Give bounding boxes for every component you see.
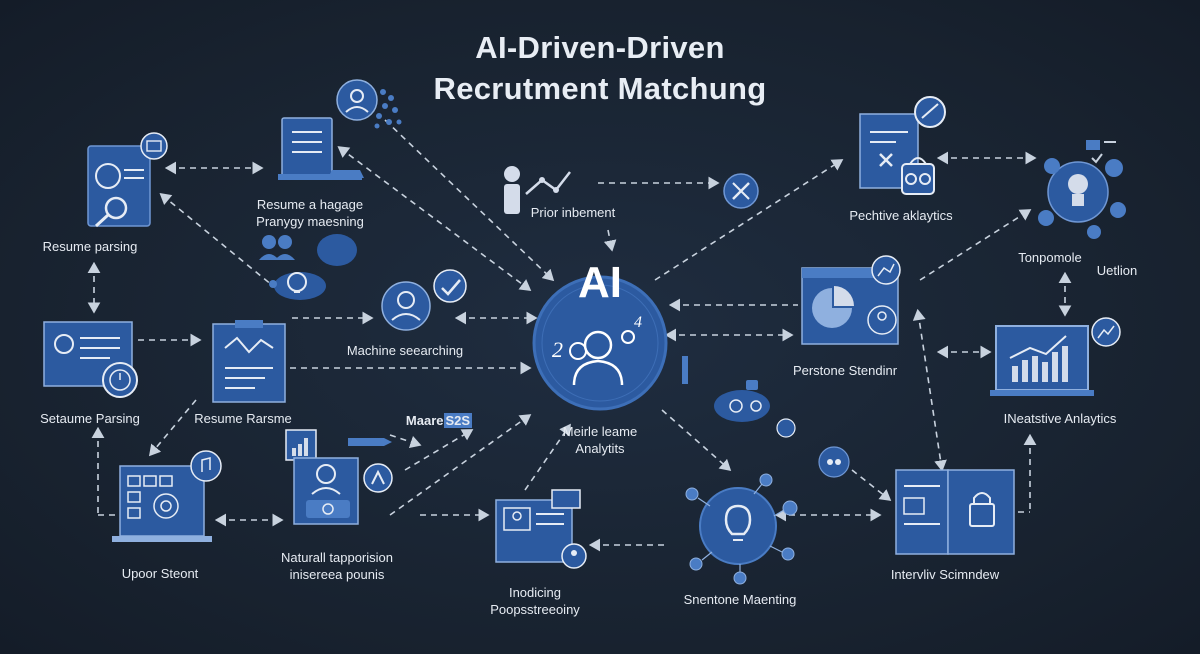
label-maare-accent: S2S	[443, 413, 473, 428]
secure-document-icon	[895, 469, 1015, 555]
hub-caption-line-2: Analytits	[575, 441, 625, 456]
analytics-document-icon	[859, 96, 946, 195]
label-inodicing-line-1: Inodicing	[508, 585, 562, 600]
hub-label: AI	[578, 258, 622, 307]
label-temporale-1: Tonpomole	[1018, 250, 1082, 265]
laptop-chart-icon	[990, 317, 1121, 396]
hub-caption-line-1: Meirle leame	[562, 424, 638, 439]
pie-chart-window-icon	[801, 255, 901, 345]
connector-cluster-icon	[682, 356, 796, 438]
team-idea-icon	[259, 234, 357, 300]
title-line-1: AI-Driven-Driven	[475, 30, 725, 65]
brain-network-icon	[1038, 140, 1126, 239]
hub-number-1: 2	[552, 337, 563, 362]
search-profile-icon	[381, 269, 467, 331]
label-resume-language: Resume a hagage Pranygy maesning	[240, 196, 380, 230]
label-maare-text: Maare	[405, 413, 444, 428]
label-upor-stent: Upoor Steont	[121, 566, 199, 581]
label-personal-standing: Perstone Stendinr	[792, 363, 898, 378]
ai-hub: AI 2 4	[532, 258, 668, 411]
growth-person-icon	[504, 166, 571, 214]
video-profile-icon	[285, 429, 393, 525]
label-sentone-matching: Snentone Maenting	[683, 592, 797, 607]
label-predictive-right: INeatstive Anlaytics	[1003, 411, 1117, 426]
profile-card-icon	[495, 489, 587, 569]
label-interview-schedule: Intervliv Scimndew	[890, 567, 1000, 582]
label-resume-language-line-2: Pranygy maesning	[256, 214, 364, 229]
laptop-apps-icon	[112, 450, 222, 542]
camera-icon	[818, 446, 850, 478]
label-resume-parsing-top: Resume parsing	[42, 239, 138, 254]
label-resume-parsing-mid: Setaume Parsing	[40, 411, 140, 426]
hub-number-2: 4	[634, 314, 642, 331]
label-natural-line-2: inisereea pounis	[289, 567, 385, 582]
label-temporale-2: Uetlion	[1096, 263, 1138, 278]
label-resume-rarsme: Resume Rarsme	[194, 411, 292, 426]
resume-document-icon	[87, 132, 168, 228]
label-resume-language-line-1: Resume a hagage	[256, 197, 364, 212]
tools-icon	[723, 173, 759, 209]
clipboard-chart-icon	[212, 320, 286, 403]
hub-caption: Meirle leame Analytits	[560, 423, 640, 457]
label-natural-line-1: Naturall tapporision	[280, 550, 393, 565]
label-machine-searching: Machine seearching	[346, 343, 464, 358]
lightbulb-network-icon	[685, 473, 798, 585]
label-prior-inbement: Prior inbement	[530, 205, 616, 220]
monitor-profile-icon	[43, 321, 138, 398]
arrow-tag-icon	[348, 438, 392, 446]
title-line-2: Recrutment Matchung	[433, 71, 767, 106]
label-inodicing-line-2: Poopsstreeoiny	[490, 602, 580, 617]
label-predictive-top: Pechtive aklaytics	[849, 208, 953, 223]
profile-bubble-icon	[336, 79, 402, 129]
label-natural: Naturall tapporision inisereea pounis	[262, 549, 412, 583]
notebook-laptop-icon	[278, 117, 364, 180]
label-inodicing: Inodicing Poopsstreeoiny	[470, 584, 600, 618]
